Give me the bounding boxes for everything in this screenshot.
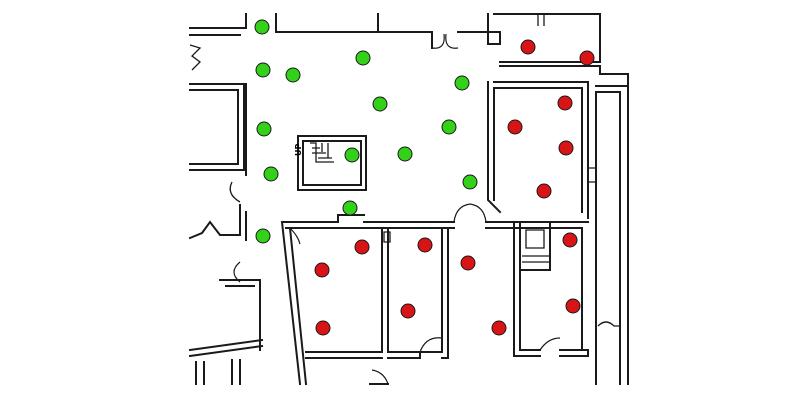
red-marker <box>557 95 573 111</box>
green-marker <box>441 119 457 135</box>
red-marker <box>579 50 595 66</box>
green-marker <box>342 200 358 216</box>
green-marker <box>263 166 279 182</box>
markers <box>254 19 595 336</box>
red-marker <box>460 255 476 271</box>
green-marker <box>355 50 371 66</box>
green-marker <box>454 75 470 91</box>
red-marker <box>314 262 330 278</box>
red-marker <box>562 232 578 248</box>
stair-up-label: UP <box>294 144 303 156</box>
green-marker <box>372 96 388 112</box>
red-marker <box>400 303 416 319</box>
green-marker <box>255 228 271 244</box>
green-marker <box>255 62 271 78</box>
walls <box>188 13 629 386</box>
red-marker <box>558 140 574 156</box>
red-marker <box>520 39 536 55</box>
green-marker <box>256 121 272 137</box>
green-marker <box>344 147 360 163</box>
red-marker <box>315 320 331 336</box>
red-marker <box>417 237 433 253</box>
green-marker <box>285 67 301 83</box>
red-marker <box>565 298 581 314</box>
red-marker <box>507 119 523 135</box>
green-marker <box>254 19 270 35</box>
red-marker <box>354 239 370 255</box>
green-marker <box>462 174 478 190</box>
red-marker <box>536 183 552 199</box>
green-marker <box>397 146 413 162</box>
red-marker <box>491 320 507 336</box>
